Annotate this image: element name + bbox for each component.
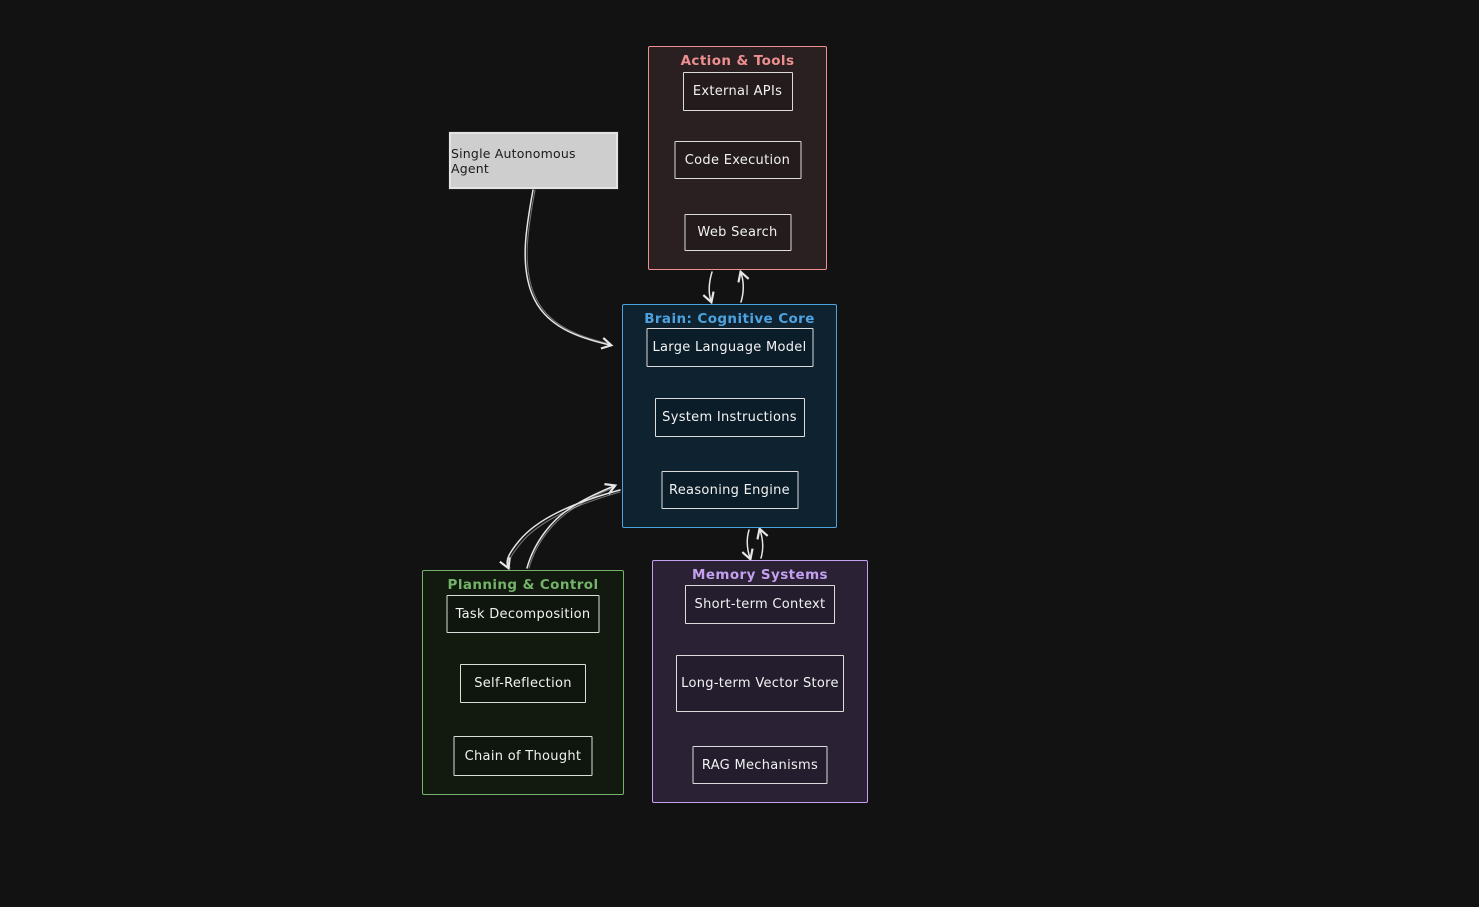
node-rag-mechanisms: RAG Mechanisms: [692, 746, 828, 784]
node-chain-of-thought: Chain of Thought: [453, 736, 593, 776]
arrow-agent-to-brain: [524, 189, 614, 350]
node-external-apis: External APIs: [682, 72, 793, 111]
node-short-term-context: Short-term Context: [685, 585, 835, 624]
arrow-brain-to-memory: [741, 529, 754, 562]
node-task-decomposition: Task Decomposition: [446, 595, 600, 633]
section-planning-control: Planning & Control Task Decomposition Se…: [422, 570, 624, 795]
arrow-brain-to-planning-sketch: [508, 491, 621, 569]
section-action-tools-title: Action & Tools: [680, 53, 795, 69]
node-large-language-model: Large Language Model: [646, 328, 813, 367]
section-action-tools: Action & Tools External APIs Code Execut…: [648, 46, 827, 270]
node-self-reflection: Self-Reflection: [460, 664, 586, 703]
node-reasoning-engine: Reasoning Engine: [661, 471, 798, 509]
node-web-search: Web Search: [684, 214, 791, 251]
section-brain-cognitive-core: Brain: Cognitive Core Large Language Mod…: [622, 304, 837, 528]
section-brain-title: Brain: Cognitive Core: [644, 311, 815, 327]
arrow-brain-to-action: [737, 269, 750, 303]
section-planning-title: Planning & Control: [447, 577, 599, 593]
node-code-execution: Code Execution: [674, 141, 801, 179]
node-single-autonomous-agent-label: Single Autonomous Agent: [451, 145, 576, 176]
node-system-instructions: System Instructions: [654, 398, 805, 437]
arrow-planning-to-brain: [526, 483, 618, 569]
node-long-term-vector-store: Long-term Vector Store: [676, 655, 844, 712]
node-single-autonomous-agent: Single Autonomous Agent: [449, 132, 618, 189]
section-memory-title: Memory Systems: [692, 567, 828, 583]
arrow-planning-to-brain-sketch: [528, 486, 616, 569]
arrow-brain-to-planning: [499, 489, 621, 571]
arrow-action-to-brain: [702, 271, 715, 305]
section-memory-systems: Memory Systems Short-term Context Long-t…: [652, 560, 868, 803]
arrow-memory-to-brain: [756, 526, 769, 559]
arrow-agent-to-brain-sketch: [526, 189, 611, 345]
